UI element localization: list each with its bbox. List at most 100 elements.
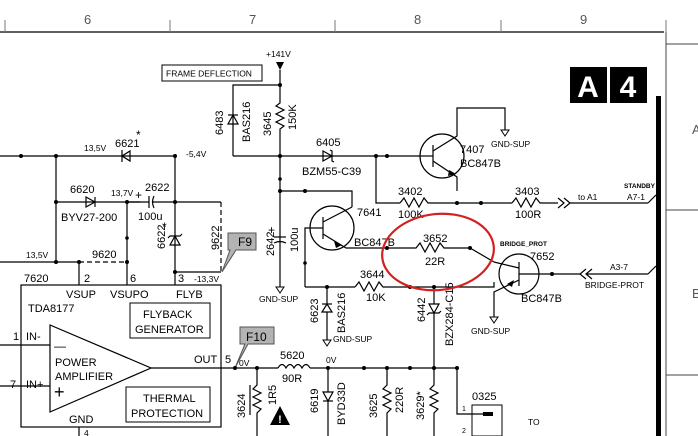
svg-text:3: 3 — [178, 273, 184, 285]
resistor-3625: 3625 220R — [368, 368, 406, 436]
capacitor-2642: + 2642 100u — [265, 223, 301, 256]
svg-text:6405: 6405 — [316, 137, 340, 149]
capacitor-2622: + 2622 100u — [127, 182, 175, 223]
svg-text:2: 2 — [462, 428, 466, 435]
connector-0325[interactable]: 0325 1 2 TO — [456, 368, 540, 436]
svg-text:+: + — [135, 188, 142, 202]
resistor-3645: 3645 150K — [262, 85, 299, 156]
link-9622: 9622 — [210, 226, 222, 250]
grid-row-a: A — [692, 122, 698, 137]
svg-text:FRAME DEFLECTION: FRAME DEFLECTION — [166, 69, 252, 79]
svg-text:BC847B: BC847B — [354, 237, 395, 249]
svg-text:GND: GND — [69, 414, 94, 426]
svg-text:IN-: IN- — [26, 331, 41, 343]
grid-ruler: 6 7 8 9 A B — [0, 12, 698, 436]
svg-text:FLYB: FLYB — [176, 289, 203, 301]
svg-text:GENERATOR: GENERATOR — [135, 324, 204, 336]
svg-text:3624: 3624 — [236, 394, 248, 418]
zener-6405: 6405 BZM55-C39 — [302, 137, 361, 178]
grid-col-7: 7 — [249, 12, 256, 27]
warning-icon — [270, 406, 290, 425]
svg-text:100u: 100u — [289, 228, 301, 252]
svg-text:220R: 220R — [394, 387, 406, 413]
bridge-net: BRIDGE-PROT — [585, 280, 644, 290]
diode-6620: 6620 BYV27-200 — [61, 184, 117, 224]
ic-ref: 7620 — [24, 273, 48, 285]
voltage-neg-13-3v: -13,3V — [194, 274, 219, 284]
annotation-highlight-ellipse — [381, 212, 495, 292]
svg-text:3403: 3403 — [515, 186, 539, 198]
connector-bus-bar — [656, 96, 661, 436]
supply-141v: +141V — [266, 49, 291, 85]
svg-text:7641: 7641 — [357, 207, 381, 219]
svg-text:BAS216: BAS216 — [241, 102, 253, 142]
ground-label: GND-SUP — [491, 139, 531, 149]
voltage-0v-node: 0V — [326, 355, 337, 365]
svg-text:6442: 6442 — [416, 298, 428, 322]
diode-6623: 6623 BAS216 GND-SUP — [309, 287, 373, 347]
svg-text:GND-SUP: GND-SUP — [333, 334, 373, 344]
svg-text:*: * — [162, 220, 167, 234]
connector-standby[interactable]: to A1 STANDBY A7-1 — [557, 183, 657, 209]
svg-text:AMPLIFIER: AMPLIFIER — [55, 371, 113, 383]
svg-text:2642: 2642 — [265, 232, 277, 256]
ic-part: TDA8177 — [28, 303, 74, 315]
voltage-13-5v-top: 13,5V — [84, 143, 107, 153]
svg-text:BYV27-200: BYV27-200 — [61, 212, 117, 224]
diode-6621: 6621 * — [115, 128, 141, 163]
svg-text:+: + — [268, 223, 275, 237]
svg-text:*: * — [136, 128, 141, 142]
transistor-7652: GND-SUP BRIDGE_PROT 7652 BC847B — [471, 241, 562, 336]
standby-net: STANDBY — [624, 183, 656, 190]
svg-text:90R: 90R — [282, 373, 302, 385]
supply-label: +141V — [266, 49, 291, 59]
svg-text:3402: 3402 — [398, 186, 422, 198]
standby-dest: to A1 — [578, 192, 598, 202]
svg-text:10K: 10K — [366, 292, 386, 304]
bridge-pin: A3-7 — [610, 262, 628, 272]
svg-text:5: 5 — [225, 354, 231, 366]
svg-text:IN+: IN+ — [26, 379, 43, 391]
inductor-5620: 5620 90R — [277, 350, 311, 385]
svg-text:1: 1 — [462, 406, 466, 413]
zener-6622: 6622 * — [156, 220, 183, 249]
svg-text:6619: 6619 — [309, 389, 321, 413]
svg-text:100R: 100R — [515, 209, 541, 221]
svg-text:PROTECTION: PROTECTION — [131, 408, 203, 420]
ic-tda8177: 7620 2 6 3 VSUP VSUPO FLYB TDA8177 FLYBA… — [0, 273, 235, 436]
svg-text:22R: 22R — [425, 256, 445, 268]
svg-text:—: — — [54, 339, 66, 353]
svg-text:7: 7 — [10, 379, 16, 391]
test-point-f9[interactable]: F9 — [221, 232, 257, 273]
grid-row-b: B — [692, 286, 698, 301]
zener-6442: 6442 BZX284-C15 — [416, 282, 456, 368]
svg-text:TO: TO — [528, 417, 540, 427]
svg-text:1R5: 1R5 — [267, 385, 279, 405]
resistor-3629: 3629* — [415, 368, 440, 436]
svg-text:THERMAL: THERMAL — [143, 393, 196, 405]
test-point-f10[interactable]: F10 — [234, 326, 275, 369]
svg-text:4: 4 — [84, 428, 89, 436]
svg-text:7652: 7652 — [530, 251, 554, 263]
svg-text:VSUPO: VSUPO — [110, 289, 149, 301]
svg-text:1: 1 — [13, 331, 19, 343]
svg-text:GND-SUP: GND-SUP — [259, 294, 299, 304]
grid-col-9: 9 — [580, 12, 587, 27]
svg-text:BC847B: BC847B — [460, 158, 501, 170]
svg-text:F9: F9 — [238, 235, 252, 249]
net-bridge-prot: BRIDGE_PROT — [500, 241, 547, 248]
svg-text:FLYBACK: FLYBACK — [143, 309, 193, 321]
svg-text:2622: 2622 — [145, 182, 169, 194]
diode-6619: 6619 BYD33D — [309, 368, 348, 436]
voltage-neg-5-4v: -5,4V — [186, 149, 207, 159]
svg-text:BZM55-C39: BZM55-C39 — [302, 166, 361, 178]
svg-text:F10: F10 — [246, 330, 267, 344]
svg-text:BAS216: BAS216 — [336, 293, 348, 333]
svg-text:3625: 3625 — [368, 394, 380, 418]
connector-bridge-prot[interactable]: A3-7 BRIDGE-PROT — [579, 262, 657, 290]
resistor-3403: 3403 100R — [511, 186, 558, 221]
frame-deflection-box: FRAME DEFLECTION — [161, 64, 263, 82]
supply-arrow-icon — [276, 62, 284, 70]
svg-text:0325: 0325 — [472, 391, 496, 403]
